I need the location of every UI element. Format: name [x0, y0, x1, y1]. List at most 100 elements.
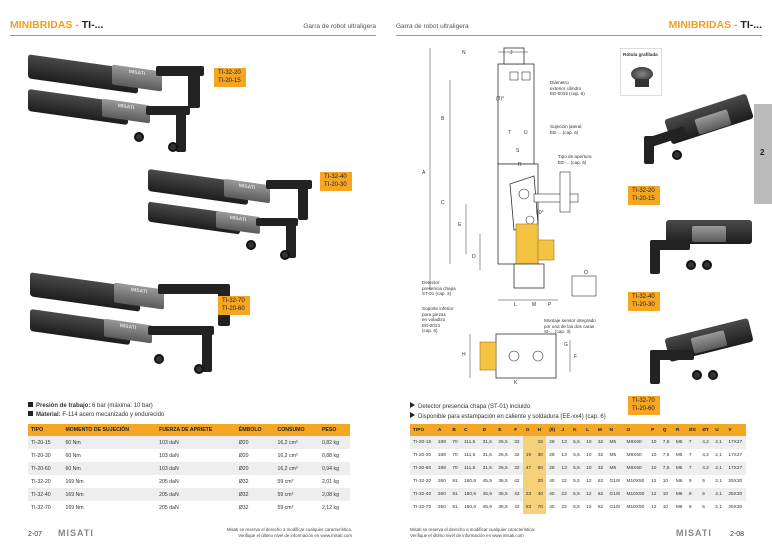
table-header-cell: L	[583, 424, 595, 436]
model-tag-1: TI-32-20 TI-20-15	[214, 68, 246, 87]
table-cell: 103 daN	[156, 436, 236, 449]
table-cell: TI-20-30	[31, 452, 51, 459]
dim-label-t: T	[508, 130, 512, 136]
page-number: 2-08	[730, 531, 745, 538]
table-header-cell: O	[623, 424, 649, 436]
table-header-cell: J	[558, 424, 571, 436]
table-cell: 28	[546, 462, 559, 475]
table-cell: 17X27	[728, 453, 743, 458]
table-cell: Ø32	[235, 488, 275, 501]
table-cell: 26,5	[495, 462, 512, 475]
table-cell: 205 daN	[156, 488, 236, 501]
dim-label-p: P	[548, 302, 552, 308]
table-cell: 36,5	[498, 479, 508, 484]
table-cell: M10X50	[623, 488, 649, 501]
model-tag-line: TI-32-40	[324, 174, 347, 180]
dim-label-n: N	[462, 50, 466, 56]
table-header-cell: CONSUMO	[274, 424, 319, 436]
table-cell: 70	[534, 501, 547, 514]
table-cell: 42	[514, 505, 520, 510]
table-cell: M10X50	[626, 505, 645, 510]
brand-title: MINIBRIDAS - TI-...	[10, 19, 103, 31]
table-cell: 40	[549, 479, 555, 484]
table-cell: 32	[597, 453, 604, 458]
table-cell: M5	[606, 436, 624, 449]
table-cell: 2,12 kg	[321, 504, 339, 511]
model-tag-line: TI-20-30	[632, 301, 655, 308]
table-cell: 60 Nm	[62, 462, 157, 475]
table-cell: 91	[452, 505, 458, 510]
table-cell: 26,5	[495, 436, 512, 449]
model-tag-line: TI-32-40	[632, 294, 655, 300]
table-cell: TI-20-60	[28, 462, 63, 475]
table-cell: 0,82 kg	[318, 436, 350, 449]
table-cell: 9	[688, 479, 692, 484]
table-cell: M6	[675, 505, 683, 510]
table-cell: 16,2 cm³	[277, 452, 298, 459]
table-cell	[522, 475, 535, 488]
table-cell: 12	[586, 505, 592, 510]
table-cell: 2,01 kg	[321, 478, 339, 485]
table-cell: 4,2	[699, 462, 713, 475]
table-header-cell: ØS	[685, 424, 700, 436]
table-cell: 15	[534, 436, 547, 449]
material-note: Material: F-114 acero mecanizado y endur…	[28, 411, 164, 420]
table-header-cell: V	[725, 424, 746, 436]
table-cell: 28	[546, 436, 559, 449]
label-montaje: Montaje sensor integrado por una de las …	[544, 318, 596, 334]
dim-label-e: E	[458, 222, 462, 228]
rotula-inset: Rótula grafilada	[620, 48, 662, 96]
table-cell: 10	[648, 436, 660, 449]
right-notes: Detector presencia chapa (ST-01) incluid…	[410, 402, 606, 422]
dim-label-a: A	[422, 170, 426, 176]
table-cell: 70	[449, 462, 462, 475]
table-cell: 17X27	[725, 436, 746, 449]
pressure-note: Presión de trabajo: 6 bar (máxima: 10 ba…	[28, 402, 164, 411]
table-cell: 5,5	[573, 479, 580, 484]
table-cell: 7	[688, 453, 692, 458]
table-cell: Ø20	[235, 462, 275, 475]
table-cell: 45,9	[479, 488, 496, 501]
table-cell: 2,1	[715, 453, 722, 458]
table-cell: 2,1	[712, 436, 726, 449]
detector-note: Detector presencia chapa (ST-01) incluid…	[410, 402, 606, 412]
table-header-cell: (θ)	[546, 424, 559, 436]
table-cell: 205 daN	[159, 478, 179, 485]
page-number: 2-07	[28, 531, 43, 538]
table-cell: 169 Nm	[65, 504, 84, 511]
table-cell: 45,9	[482, 505, 492, 510]
disclaimer-line: Verifique el último nivel de información…	[410, 533, 524, 538]
table-header-cell: E	[495, 424, 512, 436]
table-cell: 30	[534, 449, 547, 462]
table-cell: 160,6	[464, 505, 477, 510]
left-page: MINIBRIDAS - TI-... Garra de robot ultra…	[10, 19, 376, 538]
table-cell: 40	[549, 505, 555, 510]
table-cell: 10	[662, 479, 669, 484]
table-header-cell: TIPO	[410, 424, 435, 436]
table-header-cell: MOMENTO DE SUJECIÓN	[62, 424, 157, 436]
table-cell: 260	[434, 488, 450, 501]
table-cell: TI-32-70	[413, 505, 432, 510]
right-page: Garra de robot ultraligera MINIBRIDAS - …	[386, 0, 772, 546]
table-cell: 13	[558, 462, 571, 475]
model-tag-line: TI-20-60	[632, 405, 655, 412]
dim-label-f: F	[574, 354, 578, 360]
table-header-cell: G	[522, 424, 535, 436]
table-cell: 2,1	[715, 479, 722, 484]
table-cell: 22	[558, 488, 571, 501]
table-cell: M5	[609, 453, 617, 458]
table-cell: M8X60	[623, 462, 649, 475]
label-soporte: Soporte inferior para piezas en voladizo…	[422, 306, 454, 333]
material-label: Material:	[36, 412, 61, 418]
table-header-cell: TIPO	[28, 424, 63, 436]
table-header-cell: U	[712, 424, 726, 436]
table-cell: 169 Nm	[62, 488, 157, 501]
table-cell: 260	[437, 479, 446, 484]
table-cell: 10	[651, 453, 657, 458]
